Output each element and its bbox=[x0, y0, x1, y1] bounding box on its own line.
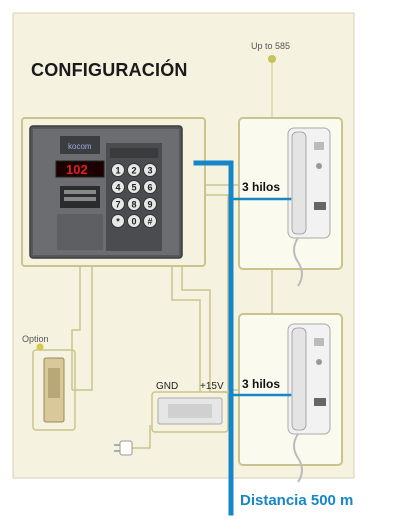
door-station-icon: kocom 102 bbox=[29, 125, 183, 259]
keypad-key-label: 2 bbox=[131, 166, 136, 176]
distance-label: Distancia 500 m bbox=[240, 492, 354, 509]
keypad-key: 7 bbox=[111, 197, 125, 211]
max-units-label: Up to 585 bbox=[251, 41, 291, 51]
psu-gnd-label: GND bbox=[156, 381, 179, 392]
keypad-key-label: * bbox=[116, 217, 120, 227]
keypad-key: 6 bbox=[143, 180, 157, 194]
keypad-key-label: 8 bbox=[131, 200, 136, 210]
panel-brand: kocom bbox=[68, 142, 92, 151]
distance-line bbox=[193, 160, 292, 516]
keypad-key: * bbox=[111, 214, 125, 228]
diagram-title: CONFIGURACIÓN bbox=[31, 60, 188, 80]
electric-lock-icon bbox=[43, 357, 65, 423]
power-supply-frame bbox=[151, 391, 229, 433]
wire-label-top: 3 hilos bbox=[242, 180, 281, 194]
keypad-key: 2 bbox=[127, 163, 141, 177]
option-label: Option bbox=[22, 334, 49, 344]
keypad-key: 3 bbox=[143, 163, 157, 177]
keypad-key: 5 bbox=[127, 180, 141, 194]
keypad-key-label: 5 bbox=[131, 183, 136, 193]
keypad-key: 1 bbox=[111, 163, 125, 177]
keypad-key-label: # bbox=[147, 217, 152, 227]
keypad-key: 8 bbox=[127, 197, 141, 211]
option-lock-frame bbox=[32, 349, 76, 431]
door-panel-frame bbox=[21, 117, 206, 267]
option-plus-icon bbox=[36, 343, 44, 351]
power-supply-icon bbox=[157, 397, 223, 425]
interphone-handset-icon bbox=[287, 127, 331, 287]
keypad-key-label: 3 bbox=[147, 166, 152, 176]
keypad: 1 2 3 4 5 6 7 8 9 * 0 # bbox=[111, 163, 157, 228]
keypad-key-label: 9 bbox=[147, 200, 152, 210]
wire-label-bottom: 3 hilos bbox=[242, 377, 281, 391]
panel-display: 102 bbox=[66, 162, 88, 177]
keypad-key: 0 bbox=[127, 214, 141, 228]
psu-voltage-label: +15V bbox=[200, 381, 224, 392]
expansion-dot-icon bbox=[268, 55, 276, 63]
keypad-key-label: 4 bbox=[115, 183, 120, 193]
wiring bbox=[71, 184, 239, 449]
power-plug-icon bbox=[114, 440, 133, 456]
keypad-key: 4 bbox=[111, 180, 125, 194]
keypad-key: 9 bbox=[143, 197, 157, 211]
keypad-key: # bbox=[143, 214, 157, 228]
interphone-handset-icon bbox=[287, 323, 331, 483]
keypad-key-label: 7 bbox=[115, 200, 120, 210]
keypad-key-label: 0 bbox=[131, 217, 136, 227]
keypad-key-label: 1 bbox=[115, 166, 120, 176]
keypad-key-label: 6 bbox=[147, 183, 152, 193]
